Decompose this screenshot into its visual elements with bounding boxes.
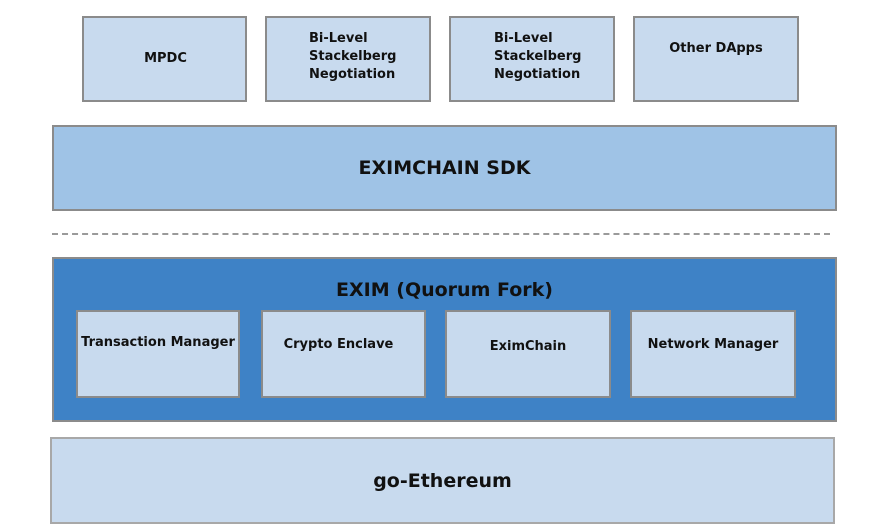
module-network-manager: Network Manager <box>630 310 796 398</box>
sdk-label: EXIMCHAIN SDK <box>358 157 531 179</box>
exim-title: EXIM (Quorum Fork) <box>336 279 553 301</box>
module-label: Network Manager <box>647 337 779 352</box>
module-label: Transaction Manager <box>81 335 235 350</box>
layer-divider <box>52 233 830 235</box>
go-ethereum-label: go-Ethereum <box>373 469 512 492</box>
go-ethereum-layer: go-Ethereum <box>50 437 835 524</box>
module-eximchain: EximChain <box>445 310 611 398</box>
module-transaction-manager: Transaction Manager <box>76 310 240 398</box>
dapp-label: MPDC <box>144 51 187 66</box>
module-label: Crypto Enclave <box>283 337 394 352</box>
dapp-label: Other DApps <box>669 41 763 56</box>
module-crypto-enclave: Crypto Enclave <box>261 310 426 398</box>
dapp-box-other-dapps: Other DApps <box>633 16 799 102</box>
dapp-box-stackelberg-2: Bi-Level Stackelberg Negotiation <box>449 16 615 102</box>
dapp-box-stackelberg-1: Bi-Level Stackelberg Negotiation <box>265 16 431 102</box>
dapp-label: Bi-Level Stackelberg Negotiation <box>309 31 397 82</box>
eximchain-sdk-layer: EXIMCHAIN SDK <box>52 125 837 211</box>
exim-quorum-fork-layer: EXIM (Quorum Fork) Transaction Manager C… <box>52 257 837 422</box>
dapp-box-mpdc: MPDC <box>82 16 247 102</box>
module-label: EximChain <box>489 339 567 354</box>
dapp-label: Bi-Level Stackelberg Negotiation <box>494 31 582 82</box>
